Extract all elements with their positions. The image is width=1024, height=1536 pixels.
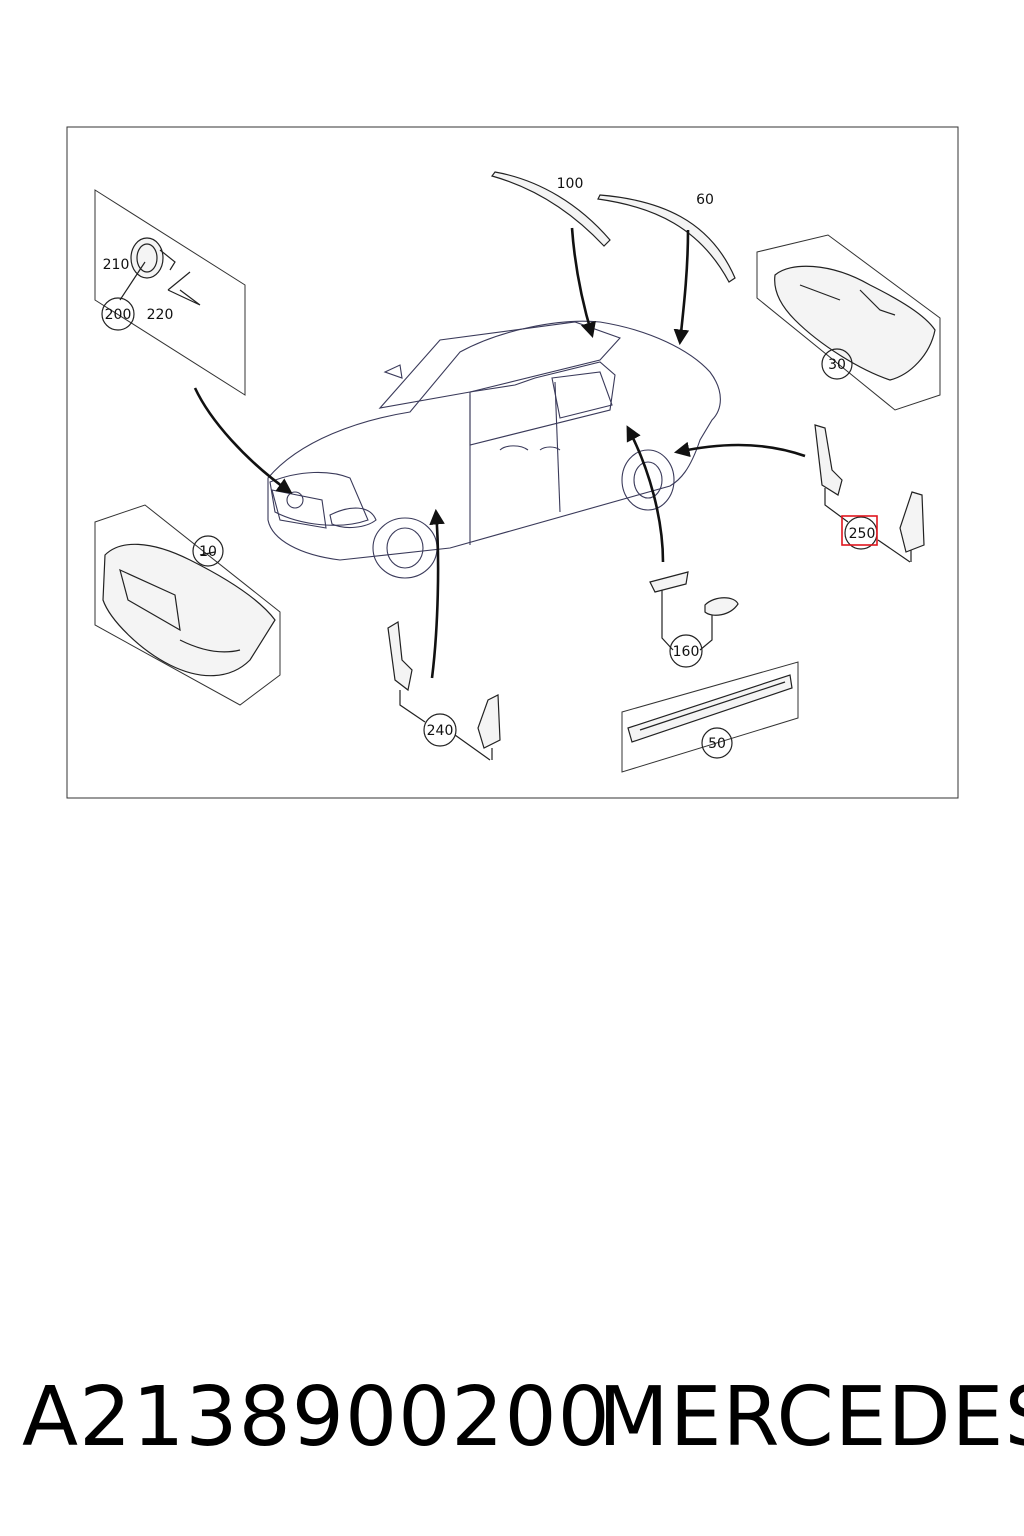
part-number: A2138900200 [22,1370,611,1465]
svg-text:60: 60 [696,192,714,208]
footer: A2138900200 MERCEDES [0,1370,1024,1480]
svg-text:100: 100 [557,176,584,192]
svg-text:220: 220 [147,307,174,323]
callout-250[interactable]: 250 [841,515,878,550]
car-illustration [267,320,721,579]
callout-10[interactable]: 10 [192,535,224,567]
svg-text:210: 210 [103,257,130,273]
highlight-box-250 [841,515,878,546]
part-250 [814,424,925,563]
callout-100[interactable]: 100 [557,176,584,192]
callout-50[interactable]: 50 [701,727,733,759]
brand-name: MERCEDES [598,1370,1024,1465]
svg-text:250: 250 [849,526,876,542]
callout-240[interactable]: 240 [423,713,457,747]
part-160 [649,571,739,651]
svg-text:240: 240 [427,723,454,739]
callout-220[interactable]: 220 [147,307,174,323]
callout-200[interactable]: 200 [101,297,135,331]
part-240 [387,621,501,761]
svg-text:30: 30 [828,357,846,373]
svg-text:200: 200 [105,307,132,323]
diagram-frame [66,126,959,799]
panel-front-bumper [94,504,281,706]
callout-160[interactable]: 160 [669,634,703,668]
svg-text:160: 160 [673,644,700,660]
callout-60[interactable]: 60 [696,192,714,208]
svg-text:50: 50 [708,736,726,752]
panel-side-sill [621,661,799,773]
callout-30[interactable]: 30 [821,348,853,380]
parts-diagram: 10 30 50 60 100 160 200 210 220 240 250 [66,126,959,799]
svg-text:10: 10 [199,544,217,560]
callout-210[interactable]: 210 [103,257,130,273]
trim-60 [597,194,736,283]
panel-emblem [94,189,246,396]
panel-rear-bumper [756,234,941,411]
leader-arrows [193,227,806,679]
trim-100 [490,171,611,247]
